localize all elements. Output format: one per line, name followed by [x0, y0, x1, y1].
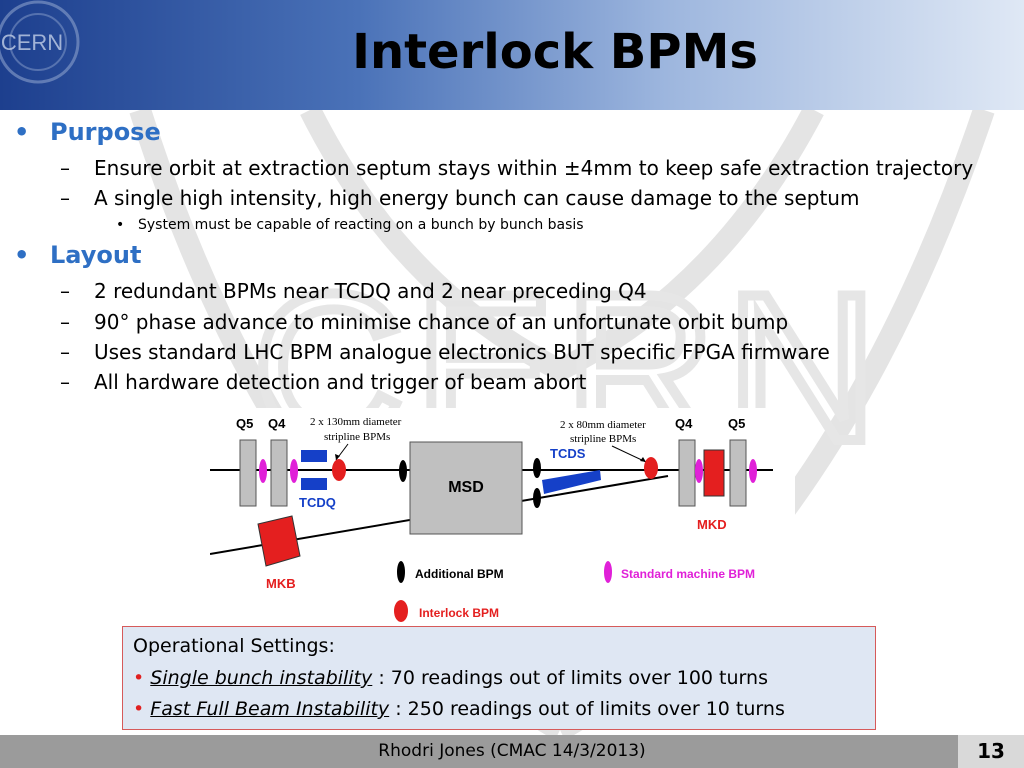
legend-standard-bpm: Standard machine BPM [621, 567, 755, 581]
list-item-text: 90° phase advance to minimise chance of … [94, 310, 789, 334]
dash: – [60, 279, 70, 303]
right-bpm-annotation: stripline BPMs [570, 433, 636, 445]
tcds-block [542, 470, 601, 494]
legend-interlock-bpm: Interlock BPM [419, 606, 499, 620]
mkd-kicker [703, 449, 725, 497]
arrow-head-icon [335, 454, 340, 460]
standard-bpm-icon [290, 459, 298, 483]
title-bar: CERN Interlock BPMs [0, 0, 1024, 110]
bullet: • [14, 241, 30, 269]
list-item-text: A single high intensity, high energy bun… [94, 186, 860, 210]
settings-row: • Fast Full Beam Instability : 250 readi… [133, 698, 785, 720]
additional-bpm-icon [533, 458, 541, 478]
q5-right-magnet [729, 439, 747, 507]
left-bpm-annotation: 2 x 130mm diameter [310, 416, 402, 428]
bullet: • [14, 118, 30, 146]
dash: – [60, 156, 70, 180]
q5-left-label: Q5 [236, 416, 253, 431]
tcds-label: TCDS [550, 446, 586, 461]
footer-author: Rhodri Jones (CMAC 14/3/2013) [378, 741, 646, 761]
msd-septum [409, 441, 523, 535]
q5-left-magnet [239, 439, 257, 507]
left-bpm-annotation: stripline BPMs [324, 431, 390, 443]
mkb-label: MKB [266, 576, 296, 591]
q5-right-label: Q5 [728, 416, 745, 431]
standard-bpm-icon [259, 459, 267, 483]
settings-row-value: : 250 readings out of limits over 10 tur… [389, 698, 785, 720]
cern-logo-icon: CERN [0, 0, 80, 84]
legend-standard-bpm-icon [604, 561, 612, 583]
settings-row-value: : 70 readings out of limits over 100 tur… [372, 667, 768, 689]
q4-right-magnet [678, 439, 696, 507]
list-item-text: All hardware detection and trigger of be… [94, 370, 587, 394]
operational-settings-box: Operational Settings: • Single bunch ins… [122, 626, 876, 730]
tcdq-block-upper [301, 450, 327, 462]
section-heading-text: Purpose [50, 118, 161, 146]
dash: – [60, 310, 70, 334]
logo-text: CERN [1, 30, 63, 55]
beamline-diagram: Q5 Q4 TCDQ 2 x 130mm diameter stripline … [210, 408, 795, 632]
page-title: Interlock BPMs [352, 24, 758, 80]
legend-interlock-bpm-icon [394, 600, 408, 622]
q4-left-label: Q4 [268, 416, 286, 431]
msd-label: MSD [448, 479, 484, 496]
dash: – [60, 370, 70, 394]
bullet: • [133, 667, 145, 689]
q4-left-magnet [270, 439, 288, 507]
mkd-label: MKD [697, 517, 727, 532]
settings-row: • Single bunch instability : 70 readings… [133, 667, 768, 689]
section-heading-text: Layout [50, 241, 142, 269]
list-item-text: Ensure orbit at extraction septum stays … [94, 156, 974, 180]
annotation-arrow [611, 445, 647, 463]
additional-bpm-icon [533, 488, 541, 508]
dash: – [60, 186, 70, 210]
footer-bar: Rhodri Jones (CMAC 14/3/2013) 13 [0, 735, 1024, 768]
mkb-kicker [257, 515, 301, 567]
list-item-text: 2 redundant BPMs near TCDQ and 2 near pr… [94, 279, 647, 303]
standard-bpm-icon [749, 459, 757, 483]
q4-right-label: Q4 [675, 416, 693, 431]
page-number: 13 [958, 735, 1024, 768]
standard-bpm-icon [695, 459, 703, 483]
interlock-bpm-icon [332, 459, 346, 481]
interlock-bpm-icon [644, 457, 658, 479]
list-item-text: Uses standard LHC BPM analogue electroni… [94, 340, 830, 364]
legend-additional-bpm: Additional BPM [415, 567, 504, 581]
settings-heading: Operational Settings: [133, 635, 335, 657]
settings-row-label: Fast Full Beam Instability [150, 698, 390, 720]
right-bpm-annotation: 2 x 80mm diameter [560, 419, 646, 431]
sub-list-item-text: System must be capable of reacting on a … [138, 217, 584, 233]
settings-row-label: Single bunch instability [150, 667, 373, 689]
bullet: • [133, 698, 145, 720]
arrow-head-icon [640, 457, 646, 462]
tcdq-label: TCDQ [299, 495, 336, 510]
additional-bpm-icon [399, 460, 407, 482]
tcdq-block-lower [301, 478, 327, 490]
bullet: • [116, 217, 125, 233]
legend-additional-bpm-icon [397, 561, 405, 583]
dash: – [60, 340, 70, 364]
